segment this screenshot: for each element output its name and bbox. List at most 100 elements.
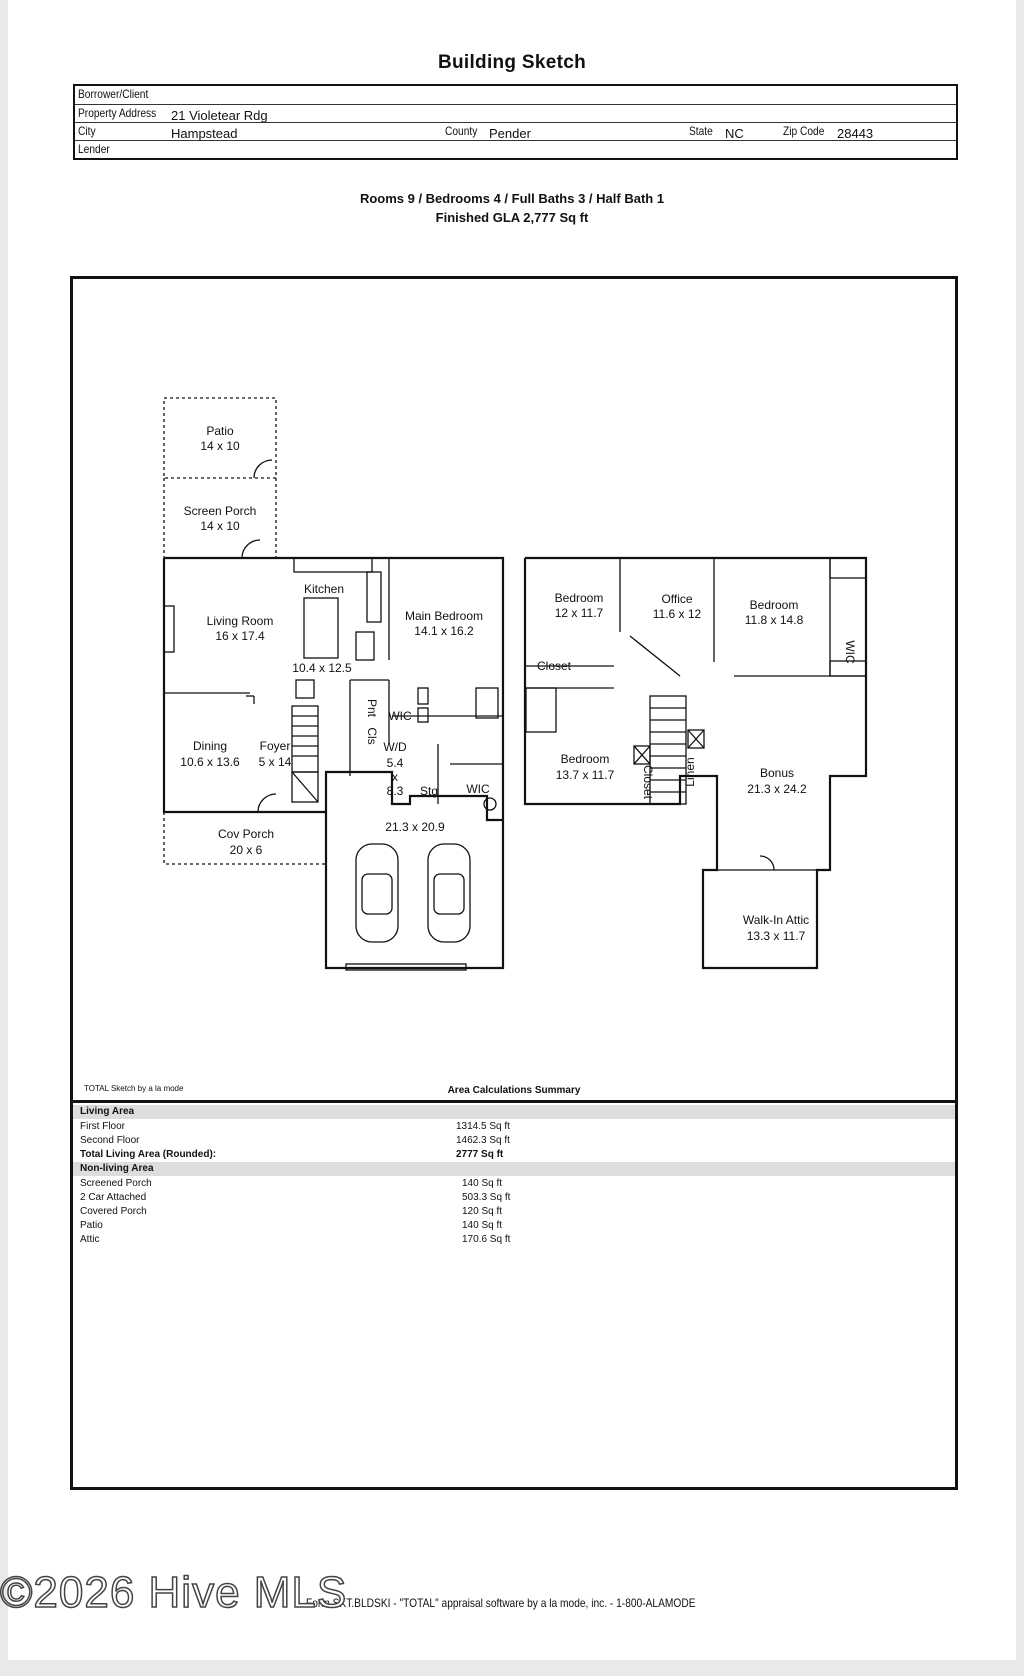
area-row: First Floor 1314.5 Sq ft: [80, 1120, 950, 1134]
area-value: 503.3 Sq ft: [462, 1192, 511, 1203]
wd-label: W/D: [383, 740, 407, 754]
wic-label-2: WIC: [466, 782, 490, 796]
page-title: Building Sketch: [437, 52, 587, 73]
closet-label-2: Closet: [537, 659, 572, 673]
property-header-table: Borrower/Client Property Address 21 Viol…: [73, 84, 958, 160]
living-room-label: Living Room: [207, 614, 274, 628]
bedroom-2-dim: 11.8 x 14.8: [745, 613, 804, 627]
cov-porch-dim: 20 x 6: [230, 843, 263, 857]
state-value: NC: [725, 126, 744, 141]
address-value: 21 Violetear Rdg: [171, 108, 268, 123]
total-living-name: Total Living Area (Rounded):: [80, 1149, 217, 1160]
pantry-label: Pnt: [365, 699, 379, 718]
city-label: City: [78, 124, 96, 138]
lender-row: Lender: [75, 140, 956, 160]
area-value: 1314.5 Sq ft: [456, 1121, 510, 1132]
borrower-row: Borrower/Client: [75, 86, 956, 105]
bonus-label: Bonus: [760, 766, 794, 780]
area-name: Covered Porch: [80, 1206, 147, 1217]
area-name: First Floor: [80, 1121, 125, 1132]
bedroom-3-dim: 13.7 x 11.7: [556, 768, 615, 782]
area-row: Attic 170.6 Sq ft: [80, 1233, 950, 1247]
gla-summary: Finished GLA 2,777 Sq ft: [435, 210, 589, 225]
state-label: State: [689, 124, 713, 138]
closet-label-1: Cls: [365, 727, 379, 744]
area-value: 140 Sq ft: [462, 1220, 503, 1231]
kitchen-label: Kitchen: [304, 582, 344, 596]
foyer-dim: 5 x 14: [259, 755, 292, 769]
lender-label: Lender: [78, 142, 110, 156]
area-row: Covered Porch 120 Sq ft: [80, 1205, 950, 1219]
area-name: 2 Car Attached: [80, 1192, 147, 1203]
living-area-heading: Living Area: [73, 1105, 955, 1119]
dining-dim: 10.6 x 13.6: [180, 755, 240, 769]
bedroom-1-label: Bedroom: [555, 591, 604, 605]
area-name: Attic: [80, 1234, 100, 1245]
software-footer: Form SKT.BLDSKI - "TOTAL" appraisal soft…: [306, 1596, 696, 1610]
borrower-label: Borrower/Client: [78, 87, 149, 101]
area-row: Second Floor 1462.3 Sq ft: [80, 1134, 950, 1148]
county-label: County: [445, 124, 478, 138]
address-label: Property Address: [78, 106, 157, 120]
area-row: 2 Car Attached 503.3 Sq ft: [80, 1191, 950, 1205]
dining-label: Dining: [193, 739, 227, 753]
nonliving-area-heading: Non-living Area: [73, 1162, 955, 1176]
attic-dim: 13.3 x 11.7: [747, 929, 806, 943]
address-row: Property Address 21 Violetear Rdg: [75, 104, 956, 124]
bedroom-2-label: Bedroom: [750, 598, 799, 612]
zip-value: 28443: [837, 126, 874, 141]
main-bedroom-dim: 14.1 x 16.2: [414, 624, 474, 638]
cov-porch-label: Cov Porch: [218, 827, 274, 841]
area-row: Screened Porch 140 Sq ft: [80, 1177, 950, 1191]
bonus-dim: 21.3 x 24.2: [747, 782, 807, 796]
wd-dim-2: x: [392, 770, 398, 784]
area-value: 1462.3 Sq ft: [456, 1135, 510, 1146]
rooms-summary: Rooms 9 / Bedrooms 4 / Full Baths 3 / Ha…: [359, 191, 665, 206]
patio-label: Patio: [206, 424, 234, 438]
city-row: City Hampstead County Pender State NC Zi…: [75, 122, 956, 142]
total-living-row: Total Living Area (Rounded): 2777 Sq ft: [80, 1148, 950, 1162]
screen-porch-label: Screen Porch: [184, 504, 257, 518]
area-value: 170.6 Sq ft: [462, 1234, 511, 1245]
area-value: 120 Sq ft: [462, 1206, 503, 1217]
screen-porch-dim: 14 x 10: [200, 519, 240, 533]
mls-watermark: ©2026 Hive MLS: [0, 1567, 348, 1618]
office-dim: 11.6 x 12: [653, 607, 702, 621]
storage-label: Stg: [420, 784, 438, 798]
wic-label-3: WIC: [843, 640, 857, 664]
patio-dim: 14 x 10: [200, 439, 240, 453]
nonliving-area-heading-text: Non-living Area: [80, 1163, 154, 1174]
kitchen-dim: 10.4 x 12.5: [292, 661, 352, 675]
sketch-frame: [70, 276, 958, 1490]
first-floor-walls: [162, 556, 505, 822]
total-living-value: 2777 Sq ft: [456, 1149, 504, 1160]
area-name: Second Floor: [80, 1135, 140, 1146]
wic-label-1: WIC: [388, 709, 412, 723]
living-room-dim: 16 x 17.4: [215, 629, 265, 643]
area-row: Patio 140 Sq ft: [80, 1219, 950, 1233]
second-floor-walls: [523, 556, 868, 970]
calc-title: Area Calculations Summary: [447, 1085, 581, 1096]
garage-walls: [324, 812, 505, 970]
city-value: Hampstead: [171, 126, 238, 141]
county-value: Pender: [489, 126, 531, 141]
wd-dim-3: 8.3: [387, 784, 404, 798]
car-right-icon: [427, 843, 471, 943]
wd-dim-1: 5.4: [387, 756, 404, 770]
bedroom-3-label: Bedroom: [561, 752, 610, 766]
living-area-heading-text: Living Area: [80, 1106, 135, 1117]
bedroom-1-dim: 12 x 11.7: [555, 606, 604, 620]
garage-dim: 21.3 x 20.9: [385, 820, 445, 834]
office-label: Office: [661, 592, 692, 606]
car-left-icon: [355, 843, 399, 943]
floor-plan: Patio 14 x 10 Screen Porch 14 x 10 Livin…: [162, 397, 868, 971]
calc-divider: [73, 1100, 955, 1103]
area-name: Screened Porch: [80, 1178, 152, 1189]
area-value: 140 Sq ft: [462, 1178, 503, 1189]
foyer-label: Foyer: [260, 739, 291, 753]
linen-label: Linen: [683, 757, 697, 786]
closet-label-3: Closet: [641, 765, 655, 800]
main-bedroom-label: Main Bedroom: [405, 609, 483, 623]
area-name: Patio: [80, 1220, 103, 1231]
sketch-credit: TOTAL Sketch by a la mode: [84, 1084, 184, 1093]
